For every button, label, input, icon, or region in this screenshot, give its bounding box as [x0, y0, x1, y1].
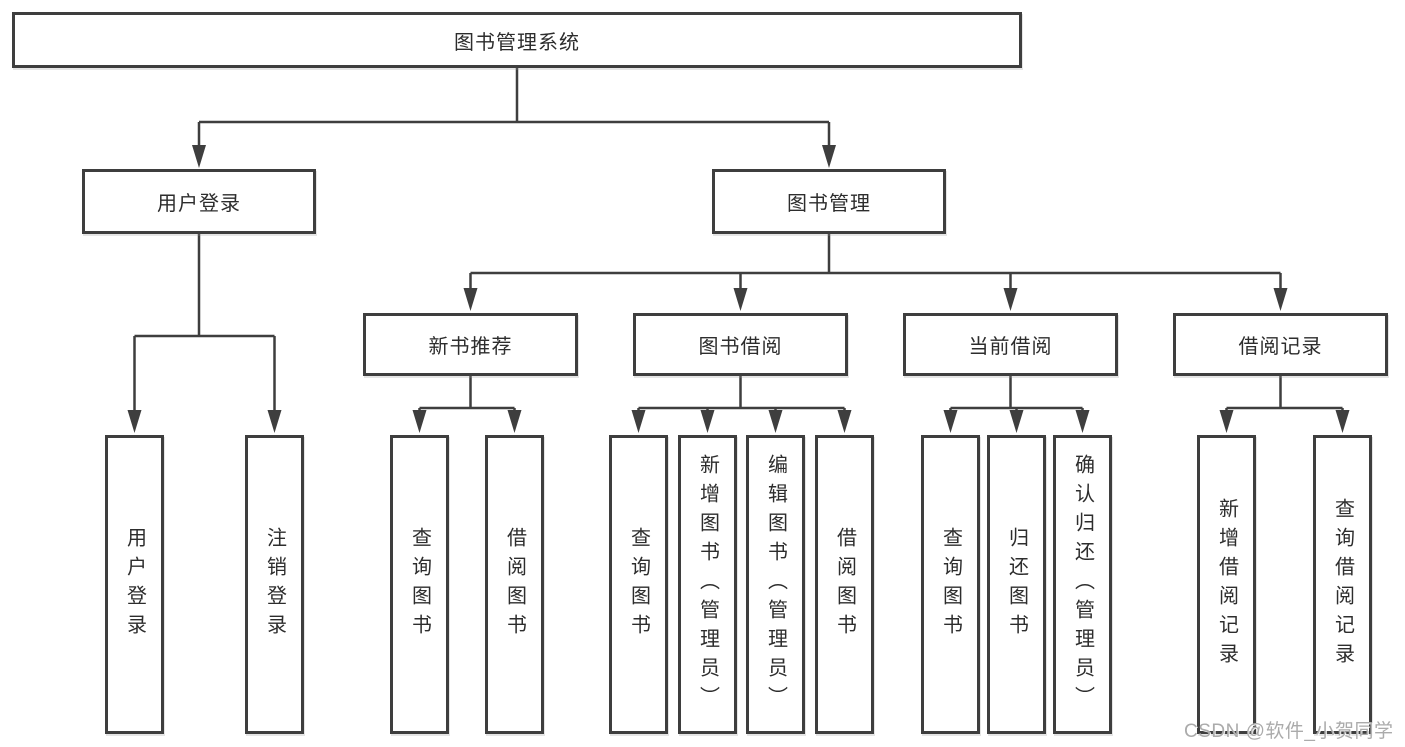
leaf-user-login: 用户登录 [105, 435, 164, 734]
leaf-return-books-label: 归还图书 [1005, 526, 1028, 643]
leaf-borrow-books-recommend: 借阅图书 [485, 435, 544, 734]
leaf-query-books-recommend: 查询图书 [390, 435, 449, 734]
node-user-login: 用户登录 [82, 169, 316, 234]
node-book-borrow-label: 图书借阅 [698, 336, 783, 358]
node-current-borrow-label: 当前借阅 [968, 336, 1053, 358]
leaf-logout: 注销登录 [245, 435, 304, 734]
node-new-book-recommend-label: 新书推荐 [428, 336, 513, 358]
leaf-query-books-current-label: 查询图书 [939, 526, 962, 643]
leaf-query-books-borrow-label: 查询图书 [627, 526, 650, 643]
leaf-add-borrow-record-label: 新增借阅记录 [1215, 497, 1238, 672]
node-book-borrow: 图书借阅 [633, 313, 848, 376]
leaf-edit-books-admin: 编辑图书（管理员） [746, 435, 805, 734]
leaf-logout-label: 注销登录 [263, 526, 286, 643]
leaf-borrow-books-label: 借阅图书 [833, 526, 856, 643]
leaf-edit-books-admin-label: 编辑图书（管理员） [764, 454, 787, 715]
node-borrow-records-label: 借阅记录 [1238, 336, 1323, 358]
leaf-add-borrow-record: 新增借阅记录 [1197, 435, 1256, 734]
leaf-user-login-label: 用户登录 [123, 526, 146, 643]
node-borrow-records: 借阅记录 [1173, 313, 1388, 376]
node-current-borrow: 当前借阅 [903, 313, 1118, 376]
node-new-book-recommend: 新书推荐 [363, 313, 578, 376]
leaf-query-books-borrow: 查询图书 [609, 435, 668, 734]
leaf-confirm-return-admin: 确认归还（管理员） [1053, 435, 1112, 734]
leaf-query-borrow-record: 查询借阅记录 [1313, 435, 1372, 734]
leaf-add-books-admin-label: 新增图书（管理员） [696, 454, 719, 715]
node-book-management: 图书管理 [712, 169, 946, 234]
leaf-add-books-admin: 新增图书（管理员） [678, 435, 737, 734]
leaf-query-borrow-record-label: 查询借阅记录 [1331, 497, 1354, 672]
csdn-watermark: CSDN @软件_小贺同学 [1184, 721, 1394, 742]
node-root-label: 图书管理系统 [454, 31, 580, 54]
leaf-query-books-recommend-label: 查询图书 [408, 526, 431, 643]
leaf-return-books: 归还图书 [987, 435, 1046, 734]
leaf-query-books-current: 查询图书 [921, 435, 980, 734]
node-user-login-label: 用户登录 [157, 193, 241, 215]
node-book-management-label: 图书管理 [787, 193, 871, 215]
node-root: 图书管理系统 [12, 12, 1022, 68]
leaf-confirm-return-admin-label: 确认归还（管理员） [1071, 454, 1094, 715]
leaf-borrow-books-recommend-label: 借阅图书 [503, 526, 526, 643]
leaf-borrow-books: 借阅图书 [815, 435, 874, 734]
